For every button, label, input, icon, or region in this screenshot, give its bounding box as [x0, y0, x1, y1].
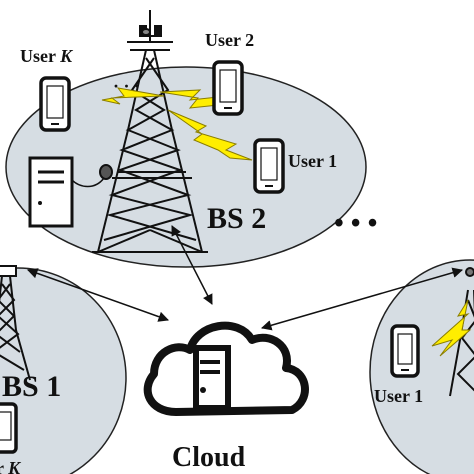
- user-1-label: User 1: [288, 151, 337, 171]
- phone-icon: [39, 76, 71, 132]
- right-user-1-label: User 1: [374, 386, 423, 406]
- phone-icon: [390, 324, 420, 378]
- phone-icon: [0, 402, 18, 454]
- users-ellipsis: · · ·: [113, 76, 140, 96]
- link-bs2-cloud: [171, 225, 213, 305]
- antenna-cable: [71, 177, 105, 188]
- cloud-label: Cloud: [172, 442, 246, 473]
- bs2-label: BS 2: [207, 202, 266, 235]
- cloud-icon: [143, 321, 309, 416]
- server-icon: [28, 156, 74, 228]
- user-k-label: User K: [20, 46, 74, 66]
- bs1-user-k-label: r K: [0, 458, 22, 474]
- tower-icon: [0, 265, 31, 381]
- link-right-cloud: [260, 267, 464, 331]
- bs1-label: BS 1: [2, 370, 61, 403]
- phone-icon: [253, 138, 285, 194]
- link-bs1-cloud: [27, 268, 169, 322]
- phone-icon: [212, 60, 244, 116]
- user-2-label: User 2: [205, 30, 254, 50]
- cells-ellipsis: • • •: [334, 208, 377, 239]
